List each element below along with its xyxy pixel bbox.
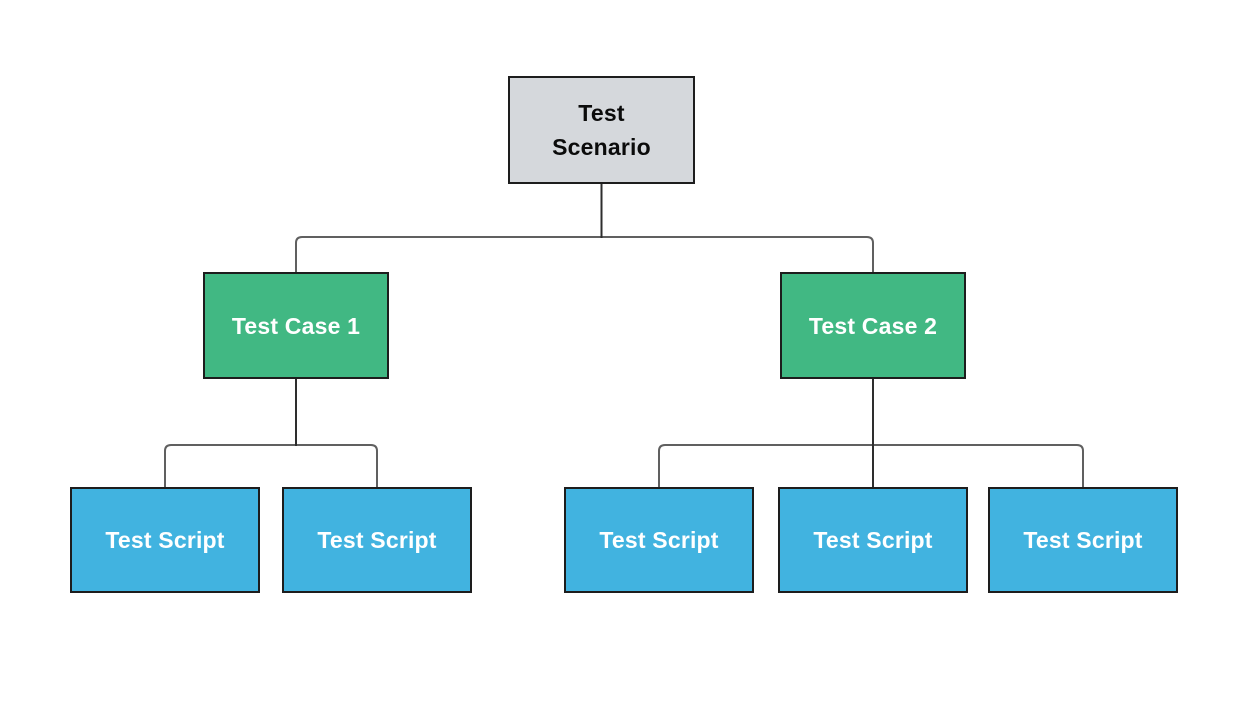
- node-test-case-2-label: Test Case 2: [808, 312, 938, 339]
- edge-rail-case2-children: [658, 444, 1084, 487]
- node-test-case-1: Test Case 1: [203, 272, 389, 379]
- edge-rail-case1-children: [164, 444, 378, 487]
- node-test-script-4: Test Script: [778, 487, 968, 593]
- node-test-script-2-label: Test Script: [317, 527, 437, 553]
- node-test-case-1-label: Test Case 1: [231, 312, 361, 339]
- node-test-script-3-label: Test Script: [599, 527, 719, 553]
- node-test-case-2: Test Case 2: [780, 272, 966, 379]
- node-test-script-2: Test Script: [282, 487, 472, 593]
- node-test-script-3: Test Script: [564, 487, 754, 593]
- node-test-scenario: Test Scenario: [508, 76, 695, 184]
- node-test-script-4-label: Test Script: [813, 527, 933, 553]
- node-test-scenario-label: Test Scenario: [552, 100, 651, 160]
- node-test-script-1-label: Test Script: [105, 527, 225, 553]
- node-test-script-5: Test Script: [988, 487, 1178, 593]
- node-test-script-5-label: Test Script: [1023, 527, 1143, 553]
- node-test-script-1: Test Script: [70, 487, 260, 593]
- edge-rail-scenario-children: [295, 236, 874, 272]
